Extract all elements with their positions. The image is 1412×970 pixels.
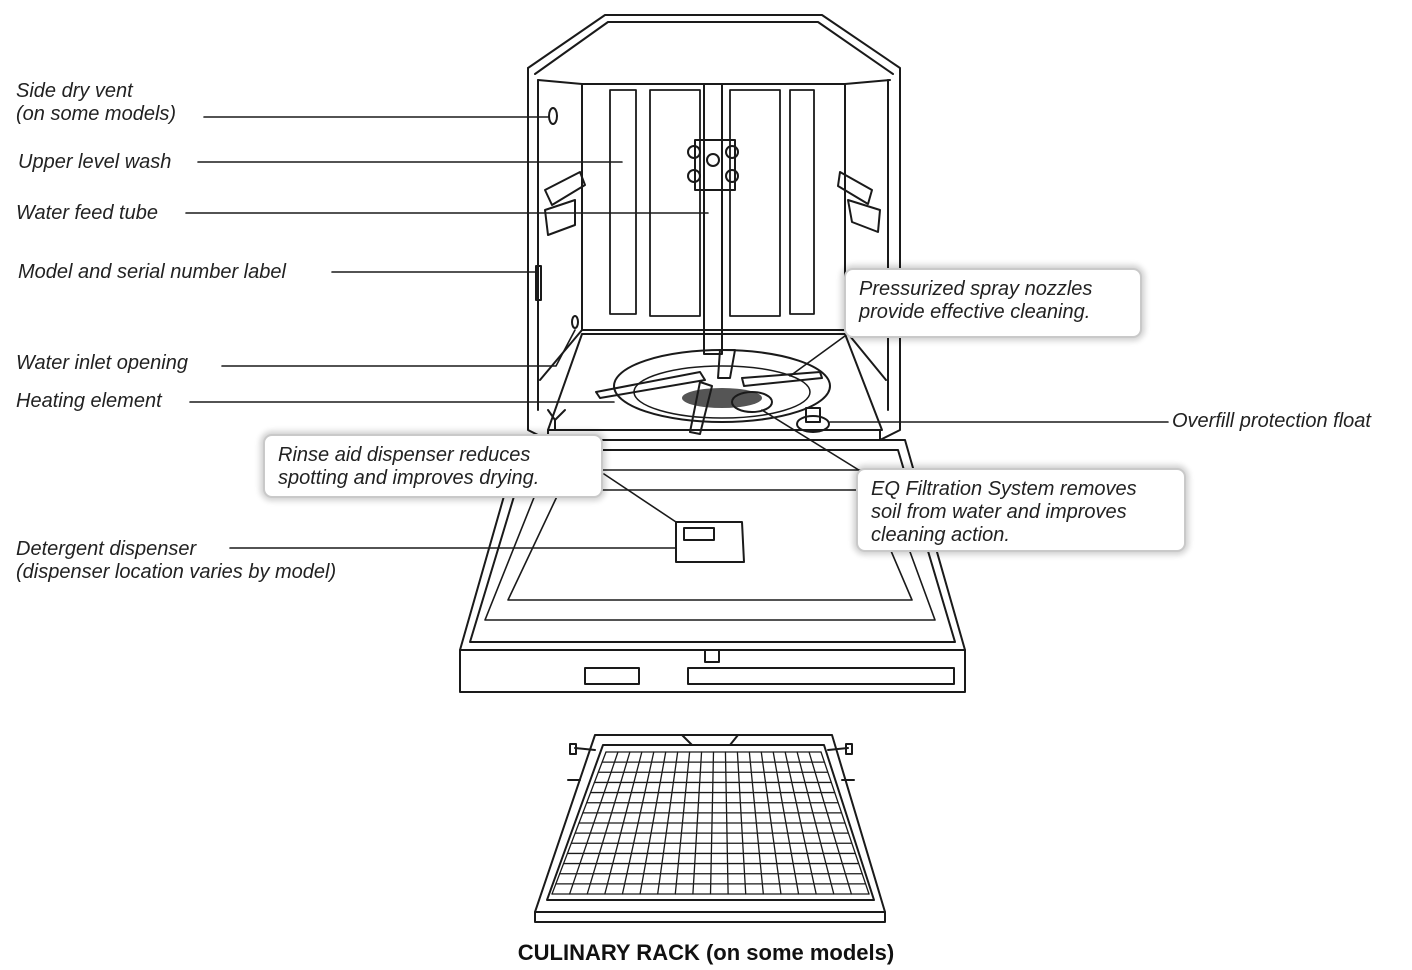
culinary-rack-caption: CULINARY RACK (on some models) [517, 940, 895, 965]
eq-filtration-line2: soil from water and improves [871, 501, 1127, 523]
model-serial-label: Model and serial number label [18, 261, 286, 283]
rack-rails [544, 171, 881, 236]
side-dry-vent-label: Side dry vent (on some models) [16, 80, 176, 126]
water-feed-tube [687, 83, 739, 355]
heating-element-label: Heating element [16, 390, 162, 412]
spray-nozzles-line1: Pressurized spray nozzles [859, 278, 1093, 300]
water-inlet-opening-label: Water inlet opening [16, 352, 188, 374]
serial-label-shape [535, 265, 542, 301]
side-dry-vent-line2: (on some models) [16, 103, 177, 125]
detergent-dispenser-line2: (dispenser location varies by model) [16, 561, 337, 583]
tub-shell [527, 14, 901, 441]
detergent-dispenser-line1: Detergent dispenser [16, 538, 197, 560]
rack-grid [551, 751, 870, 895]
spray-nozzles-callout: Pressurized spray nozzles provide effect… [844, 268, 1142, 338]
tub-floor [547, 333, 883, 435]
back-wall-panels [609, 89, 815, 317]
spray-nozzles-line2: provide effective cleaning. [859, 301, 1091, 323]
side-dry-vent-line1: Side dry vent [16, 80, 133, 102]
rinse-aid-line1: Rinse aid dispenser reduces [278, 444, 531, 466]
overfill-float-label: Overfill protection float [1172, 410, 1371, 432]
rinse-aid-line2: spotting and improves drying. [278, 467, 540, 489]
eq-filtration-line3: cleaning action. [871, 524, 1010, 546]
eq-filtration-callout: EQ Filtration System removes soil from w… [856, 468, 1186, 552]
water-inlet-shape [571, 315, 579, 329]
leader-lines [185, 116, 1169, 549]
culinary-rack [534, 734, 886, 923]
water-feed-tube-label: Water feed tube [16, 202, 158, 224]
rinse-aid-callout: Rinse aid dispenser reduces spotting and… [263, 434, 603, 498]
upper-level-wash-label: Upper level wash [18, 151, 172, 173]
eq-filtration-line1: EQ Filtration System removes [871, 478, 1137, 500]
detergent-dispenser-label: Detergent dispenser (dispenser location … [16, 538, 336, 584]
side-dry-vent-shape [548, 107, 558, 125]
